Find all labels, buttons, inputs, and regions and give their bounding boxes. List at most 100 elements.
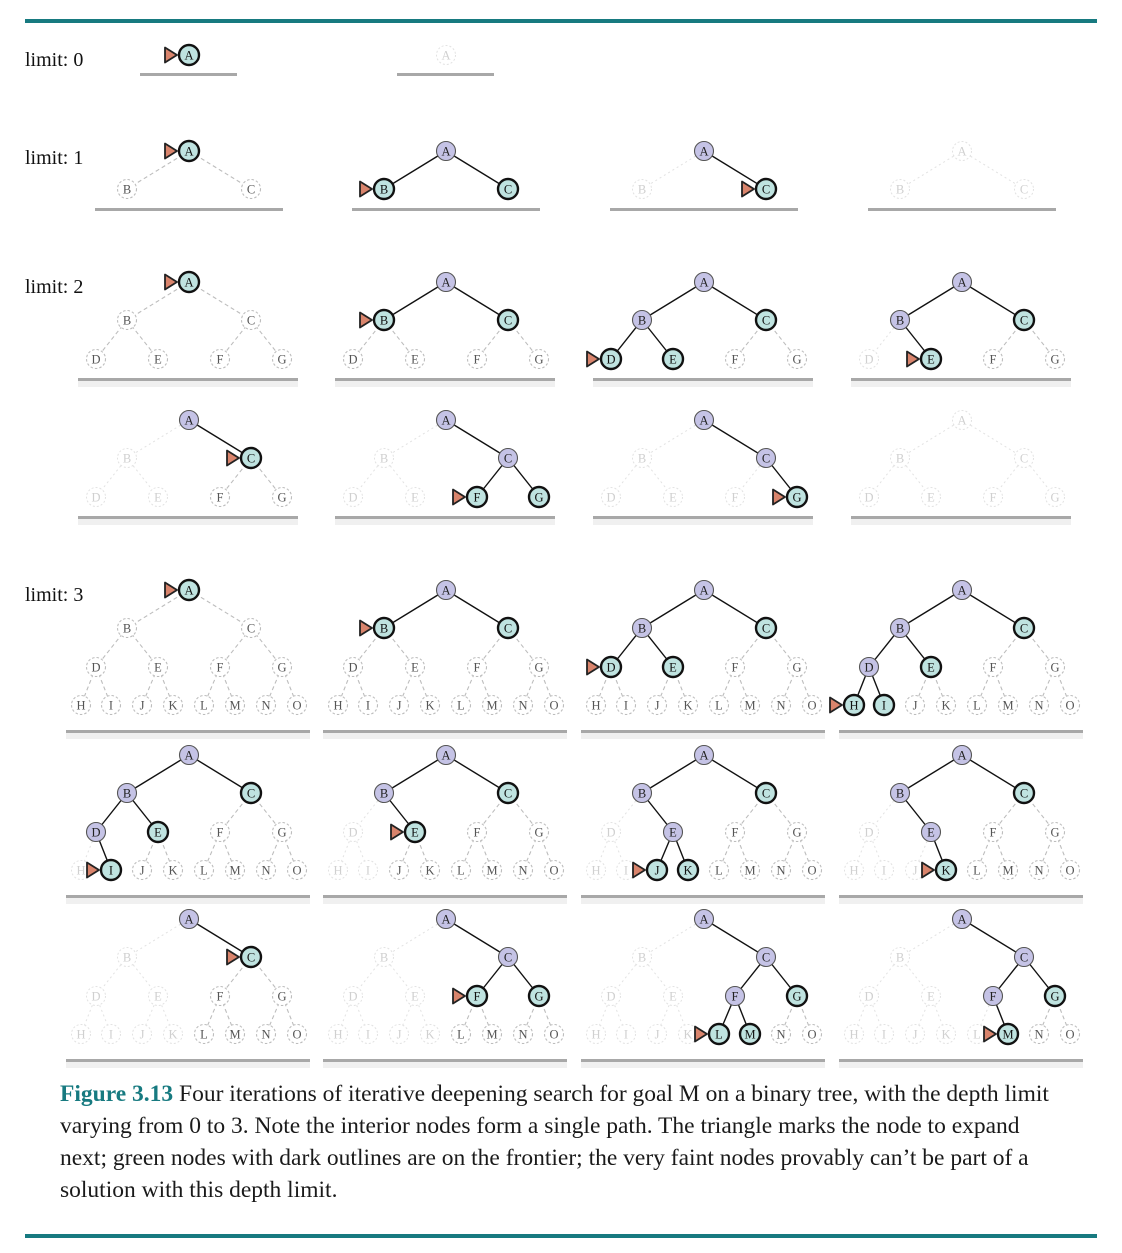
node-G: [1043, 984, 1067, 1008]
node-J: [131, 859, 153, 881]
node-label-B: B: [638, 452, 646, 466]
node-label-G: G: [277, 826, 286, 840]
edge-A-C: [703, 589, 767, 629]
node-label-L: L: [715, 864, 723, 878]
node-F: [725, 487, 745, 507]
expand-next-marker: [226, 449, 240, 467]
edge-A-B: [383, 918, 447, 958]
node-F: [209, 348, 231, 370]
expand-next-marker: [772, 488, 786, 506]
node-N: [255, 694, 277, 716]
node-label-A: A: [441, 414, 450, 428]
node-D: [859, 349, 879, 369]
node-C: [239, 945, 263, 969]
node-label-D: D: [348, 661, 357, 675]
node-label-J: J: [913, 699, 918, 713]
node-label-N: N: [261, 1028, 270, 1042]
node-N: [770, 1023, 792, 1045]
node-label-J: J: [140, 1028, 145, 1042]
depth-baseline: [66, 730, 310, 733]
node-B: [890, 448, 910, 468]
node-D: [343, 822, 363, 842]
depth-baseline-shadow: [839, 1062, 1083, 1068]
depth-baseline-shadow: [78, 381, 298, 387]
edge-A-C: [961, 918, 1025, 958]
expand-next-marker: [164, 142, 178, 160]
node-label-F: F: [474, 491, 481, 505]
node-label-O: O: [1065, 1028, 1074, 1042]
node-D: [85, 348, 107, 370]
node-B: [632, 947, 652, 967]
node-label-K: K: [425, 699, 434, 713]
expand-next-marker: [586, 658, 600, 676]
node-F: [983, 487, 1003, 507]
node-label-I: I: [882, 864, 886, 878]
node-O: [801, 694, 823, 716]
node-label-F: F: [990, 353, 997, 367]
node-label-B: B: [638, 183, 646, 197]
node-label-C: C: [1020, 951, 1028, 965]
edge-A-C: [445, 150, 509, 190]
node-D: [86, 487, 106, 507]
edge-A-C: [445, 419, 509, 459]
node-J: [904, 694, 926, 716]
node-label-E: E: [154, 491, 162, 505]
edge-A-B: [899, 918, 963, 958]
edge-A-B: [899, 589, 963, 629]
node-label-H: H: [333, 699, 342, 713]
node-label-F: F: [990, 990, 997, 1004]
node-label-C: C: [247, 951, 255, 965]
node-label-G: G: [534, 491, 543, 505]
node-label-B: B: [638, 787, 646, 801]
node-label-A: A: [957, 276, 966, 290]
node-A: [693, 409, 715, 431]
node-label-I: I: [366, 864, 370, 878]
node-F: [466, 348, 488, 370]
node-D: [85, 656, 107, 678]
node-F: [724, 985, 746, 1007]
node-label-N: N: [518, 699, 527, 713]
node-D: [343, 986, 363, 1006]
node-label-C: C: [504, 452, 512, 466]
expand-next-marker: [452, 987, 466, 1005]
node-F: [982, 656, 1004, 678]
node-label-M: M: [229, 864, 240, 878]
node-label-A: A: [184, 913, 193, 927]
depth-baseline: [352, 208, 540, 211]
node-B: [374, 448, 394, 468]
node-label-H: H: [333, 1028, 342, 1042]
node-label-G: G: [1050, 353, 1059, 367]
edge-A-C: [961, 419, 1025, 459]
node-label-E: E: [927, 491, 935, 505]
node-label-G: G: [277, 661, 286, 675]
depth-baseline: [593, 516, 813, 519]
node-label-J: J: [913, 1028, 918, 1042]
node-H: [842, 693, 866, 717]
node-label-D: D: [864, 990, 873, 1004]
node-A: [693, 579, 715, 601]
node-label-F: F: [732, 491, 739, 505]
node-L: [450, 694, 472, 716]
depth-baseline: [851, 378, 1071, 381]
depth-baseline: [78, 516, 298, 519]
node-C: [755, 447, 777, 469]
node-label-J: J: [397, 699, 402, 713]
node-label-A: A: [699, 145, 708, 159]
node-label-I: I: [109, 699, 113, 713]
figure-caption: Figure 3.13 Four iterations of iterative…: [60, 1078, 1060, 1206]
depth-baseline: [851, 516, 1071, 519]
node-A: [435, 579, 457, 601]
edge-A-C: [703, 281, 767, 321]
node-label-D: D: [606, 353, 615, 367]
node-label-N: N: [261, 699, 270, 713]
node-E: [405, 986, 425, 1006]
node-label-B: B: [896, 622, 904, 636]
node-label-M: M: [229, 1028, 240, 1042]
node-I: [874, 1024, 894, 1044]
node-N: [255, 1023, 277, 1045]
node-label-A: A: [957, 913, 966, 927]
node-B: [889, 309, 911, 331]
edge-A-C: [703, 918, 767, 958]
